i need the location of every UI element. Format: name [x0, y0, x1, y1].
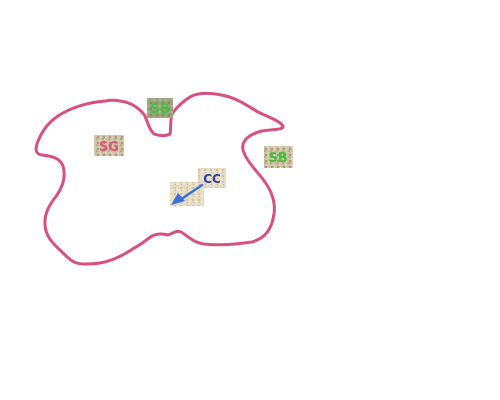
label-sb-right: SB — [264, 146, 293, 168]
label-sg-background — [94, 135, 124, 156]
label-sg-text: SG — [99, 140, 119, 155]
cc-arrow-head — [171, 193, 185, 205]
label-sg: SG — [94, 135, 124, 156]
label-sb-top-background — [147, 98, 173, 118]
label-cc-background — [198, 168, 226, 188]
label-sb-top: SB — [147, 98, 173, 118]
label-cc-text: CC — [203, 172, 221, 186]
label-sb-right-text: SB — [268, 151, 287, 166]
label-sb-top-text: SB — [150, 102, 169, 117]
region-outline — [34, 91, 285, 266]
label-sb-right-background — [264, 146, 293, 168]
label-cc: CC — [170, 168, 226, 206]
cc-arrow-shaft — [178, 183, 204, 202]
